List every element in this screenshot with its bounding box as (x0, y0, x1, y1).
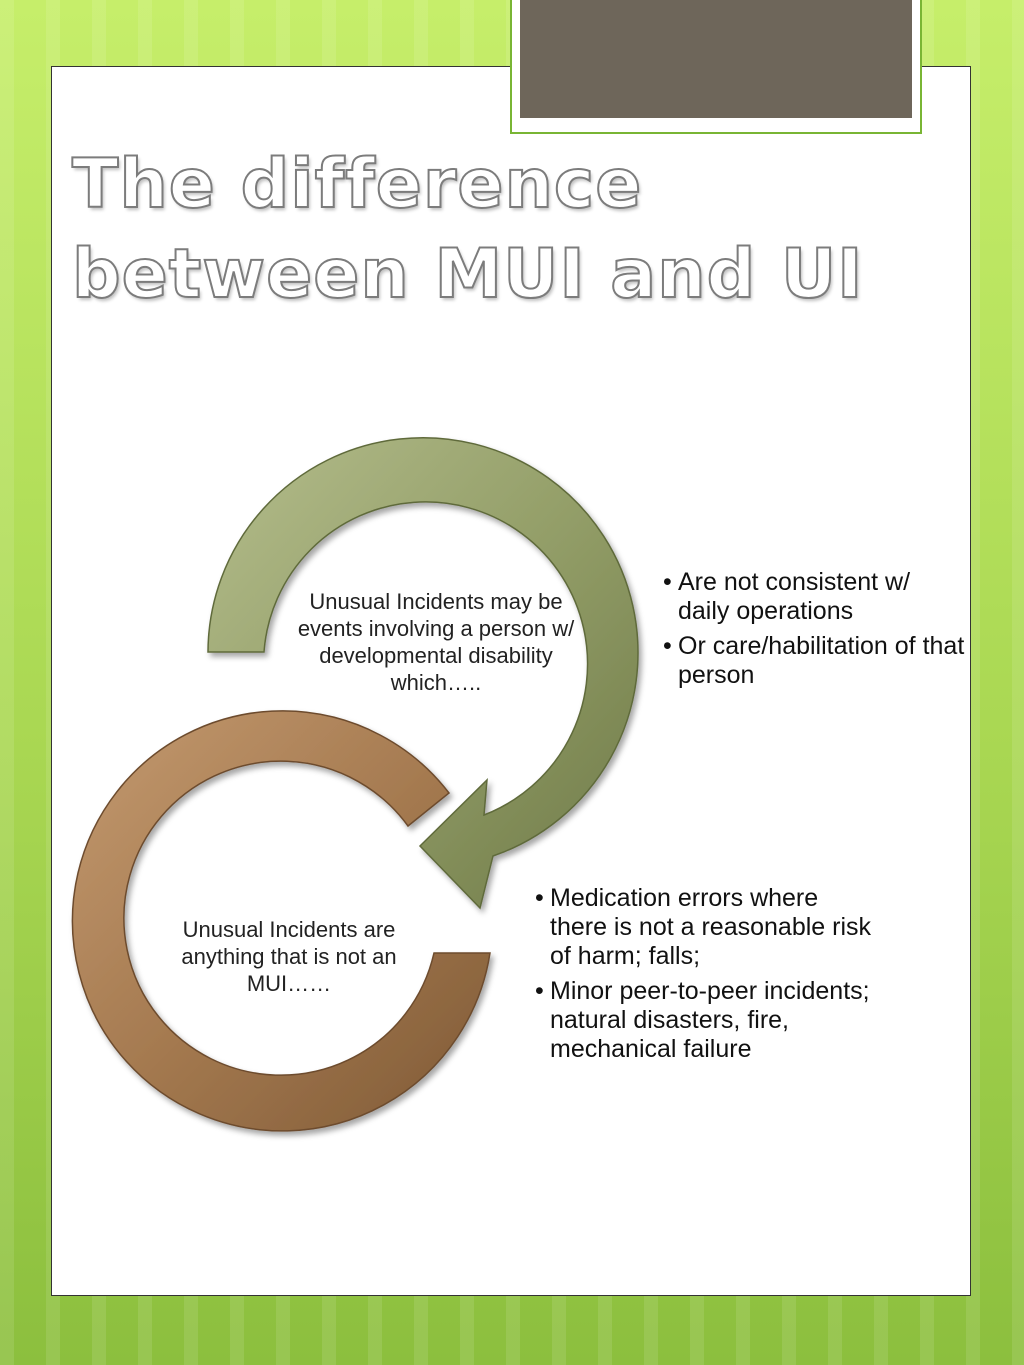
list-item: Medication errors where there is not a r… (535, 884, 880, 971)
green-cycle-arrow (207, 436, 639, 910)
header-tab-fill (520, 0, 912, 118)
bottom-cycle-text: Unusual Incidents are anything that is n… (181, 917, 397, 996)
top-cycle-text: Unusual Incidents may be events involvin… (297, 589, 575, 695)
brown-cycle-arrow (71, 710, 491, 1132)
top-bullet-list: Are not consistent w/ daily operations O… (663, 568, 968, 696)
list-item: Or care/habilitation of that person (663, 632, 968, 690)
list-item: Minor peer-to-peer incidents; natural di… (535, 977, 880, 1064)
bottom-bullet-list: Medication errors where there is not a r… (535, 884, 880, 1070)
slide-title: The difference between MUI and UI (71, 144, 864, 315)
header-tab (510, 0, 922, 134)
list-item: Are not consistent w/ daily operations (663, 568, 968, 626)
